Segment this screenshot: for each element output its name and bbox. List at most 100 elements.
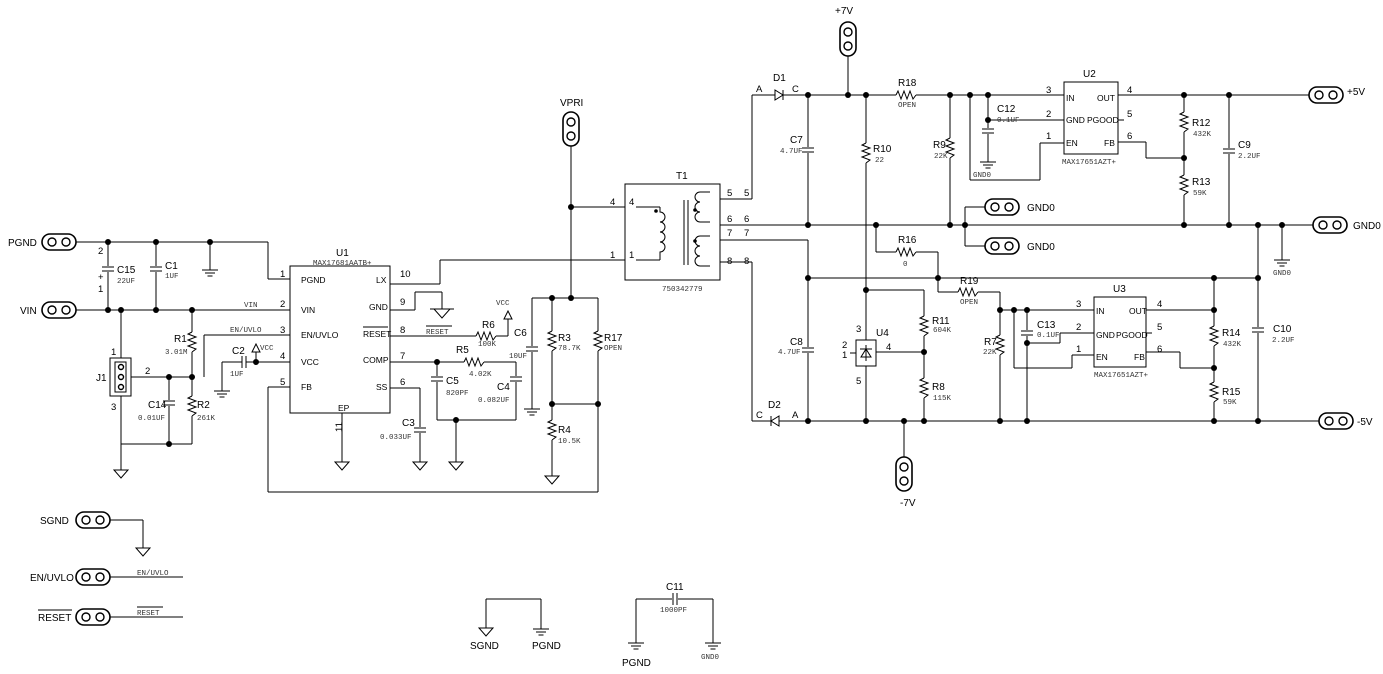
u2-pin3-name: IN xyxy=(1066,93,1075,103)
r4-ref: R4 xyxy=(558,425,571,436)
r18-ref: R18 xyxy=(898,78,917,89)
junctions-input xyxy=(105,239,259,447)
vcc-flag-2: VCC xyxy=(496,300,513,320)
testpoint-vin-label: VIN xyxy=(20,306,37,317)
r9-value: 22K xyxy=(934,153,948,161)
gnd0-label-c: GND0 xyxy=(701,654,720,662)
r8-ref: R8 xyxy=(932,382,945,393)
r7-value: 22K xyxy=(983,349,997,357)
r19-ref: R19 xyxy=(960,276,979,287)
resistor-r9: R9 22K xyxy=(933,137,955,161)
d1-ref: D1 xyxy=(773,73,786,84)
capacitor-c6: C6 10UF xyxy=(509,328,539,361)
u3-part: MAX17651AZT+ xyxy=(1094,372,1149,380)
c4-ref: C4 xyxy=(497,382,510,393)
c12-earth-symbol xyxy=(979,156,997,169)
u2-part: MAX17651AZT+ xyxy=(1062,159,1117,167)
u1-ep-name: EP xyxy=(338,403,350,413)
connector-j1: J1 1 2 3 xyxy=(96,347,150,413)
testpoint-gnd0-right[interactable]: GND0 xyxy=(1312,216,1381,234)
resistor-r15: R15 59K xyxy=(1209,381,1241,407)
capacitor-c8: C8 4.7UF xyxy=(778,337,815,357)
c15-pin2: 2 xyxy=(98,246,103,257)
u4-pin3: 3 xyxy=(856,324,861,335)
u1-ep-ground-symbol xyxy=(334,457,350,471)
u1-pin9-num: 9 xyxy=(400,297,405,308)
u1-pin7-name: COMP xyxy=(363,355,389,365)
u4-pin1: 1 xyxy=(842,350,847,361)
r6-ref: R6 xyxy=(482,320,495,331)
r1-ref: R1 xyxy=(174,334,187,345)
testpoint-gnd0-mid1[interactable]: GND0 xyxy=(984,198,1055,216)
testpoint-plus5v[interactable]: +5V xyxy=(1308,86,1365,104)
c12-ref: C12 xyxy=(997,104,1016,115)
c13-value: 0.1UF xyxy=(1037,332,1060,340)
c12-value: 0.1UF xyxy=(997,117,1020,125)
wires-input xyxy=(76,241,598,493)
u1-pin1-num: 1 xyxy=(280,269,285,280)
testpoint-plus7v-label: +7V xyxy=(835,6,853,17)
testpoint-minus5v[interactable]: -5V xyxy=(1318,412,1373,430)
r12-value: 432K xyxy=(1193,131,1212,139)
c15-ref: C15 xyxy=(117,265,136,276)
testpoint-reset[interactable]: RESET xyxy=(38,608,111,626)
testpoint-plus7v[interactable]: +7V xyxy=(835,6,857,57)
u2-pin6-name: FB xyxy=(1104,138,1115,148)
c6-earth-symbol xyxy=(523,403,541,416)
u3-pin1-num: 1 xyxy=(1076,344,1081,355)
c5-value: 820PF xyxy=(446,390,469,398)
c14-value: 0.01UF xyxy=(138,415,165,423)
capacitor-c5: C5 820PF xyxy=(430,376,469,398)
testpoint-sgnd[interactable]: SGND xyxy=(40,511,111,529)
j1-ground-symbol xyxy=(113,465,129,479)
t1-pin7: 7 xyxy=(744,228,749,239)
junction-vpri-fb xyxy=(568,295,574,301)
r2-value: 261K xyxy=(197,415,216,423)
testpoint-sgnd-label: SGND xyxy=(40,516,69,527)
comp-ground-symbol xyxy=(448,457,464,471)
u3-pin4-num: 4 xyxy=(1157,299,1162,310)
transformer-t1: T1 750342779 4 1 4 1 5 6 7 8 5 6 7 8 xyxy=(610,171,749,294)
u1-pin10-num: 10 xyxy=(400,269,411,280)
r13-ref: R13 xyxy=(1192,177,1211,188)
d2-anode: A xyxy=(792,410,799,421)
resistor-r12: R12 432K xyxy=(1179,111,1212,139)
u1-pin4-num: 4 xyxy=(280,351,285,362)
r13-value: 59K xyxy=(1193,190,1207,198)
testpoint-vpri[interactable]: VPRI xyxy=(560,98,583,147)
resistor-r6: R6 100K xyxy=(475,320,497,349)
u3-pin3-num: 3 xyxy=(1076,299,1081,310)
c8-value: 4.7UF xyxy=(778,349,801,357)
resistor-r17: R17 OPEN xyxy=(593,330,623,353)
u3-pin5-name: PGOOD xyxy=(1116,330,1148,340)
junction-r3-top xyxy=(549,295,555,301)
c2-value: 1UF xyxy=(230,371,244,379)
c15-plus: + xyxy=(98,272,104,283)
testpoint-minus7v[interactable]: -7V xyxy=(895,456,916,509)
u4-pin4: 4 xyxy=(886,342,891,353)
u4-pin5: 5 xyxy=(856,376,861,387)
c1-ref: C1 xyxy=(165,261,178,272)
junction-comp-gnd xyxy=(453,417,459,423)
en-uvlo-tp-net-label: EN/UVLO xyxy=(137,570,169,578)
testpoint-plus5v-label: +5V xyxy=(1347,87,1365,98)
capacitor-c10: C10 2.2UF xyxy=(1251,324,1295,345)
r15-value: 59K xyxy=(1223,399,1237,407)
resistor-r1: R1 3.01M xyxy=(165,331,197,357)
u4-ref: U4 xyxy=(876,328,889,339)
testpoint-gnd0-mid2[interactable]: GND0 xyxy=(984,237,1055,255)
c2-earth-symbol xyxy=(213,385,231,398)
r11-value: 604K xyxy=(933,327,952,335)
testpoint-en-uvlo[interactable]: EN/UVLO xyxy=(30,568,111,586)
t1-pin6-inner: 6 xyxy=(727,214,732,225)
resistor-r8: R8 115K xyxy=(919,377,952,403)
testpoint-vin[interactable]: VIN xyxy=(20,301,77,319)
vin-net-label: VIN xyxy=(244,302,258,310)
r11-ref: R11 xyxy=(932,316,950,327)
testpoint-pgnd[interactable]: PGND xyxy=(8,233,77,251)
u3-pin1-name: EN xyxy=(1096,352,1108,362)
u1-pin8-num: 8 xyxy=(400,325,405,336)
r10-value: 22 xyxy=(875,157,884,165)
vcc-flag-2-label: VCC xyxy=(496,300,510,308)
sgnd-ground-symbol xyxy=(135,543,151,557)
